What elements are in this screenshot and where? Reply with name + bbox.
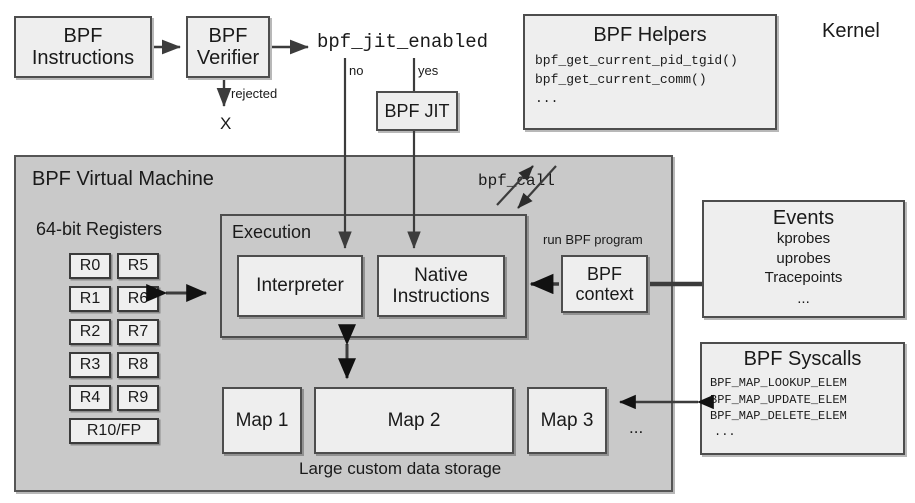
register-r9: R9 bbox=[117, 385, 159, 411]
native-instructions-box: Native Instructions bbox=[377, 255, 505, 317]
register-r5: R5 bbox=[117, 253, 159, 279]
storage-label: Large custom data storage bbox=[299, 459, 502, 478]
native-instructions-line2: Instructions bbox=[392, 286, 490, 307]
bpf-verifier-line2: Verifier bbox=[196, 47, 260, 69]
rejected-label: rejected bbox=[231, 86, 278, 101]
register-r4: R4 bbox=[69, 385, 111, 411]
native-instructions-line1: Native bbox=[414, 264, 468, 286]
bpf-instructions-line1: BPF bbox=[63, 24, 103, 47]
bpf-context-line1: BPF bbox=[586, 263, 622, 284]
helper-item: ... bbox=[535, 91, 559, 107]
bpf-instructions-line2: Instructions bbox=[31, 47, 135, 69]
branch-yes-label: yes bbox=[418, 63, 439, 78]
register-r10-fp: R10/FP bbox=[69, 418, 159, 444]
registers-title: 64-bit Registers bbox=[36, 219, 163, 239]
register-r0: R0 bbox=[69, 253, 111, 279]
bpf-context-line2: context bbox=[575, 284, 634, 304]
bpf-verifier-line1: BPF bbox=[208, 24, 248, 47]
map-1-box: Map 1 bbox=[222, 387, 302, 454]
arrow-helpers-to-execution bbox=[517, 165, 557, 209]
events-box: Events kprobes uprobes Tracepoints ... bbox=[702, 200, 905, 318]
events-title: Events bbox=[772, 207, 835, 229]
register-r2: R2 bbox=[69, 319, 111, 345]
register-r8: R8 bbox=[117, 352, 159, 378]
events-item: uprobes bbox=[776, 249, 831, 267]
helper-item: bpf_get_current_comm() bbox=[535, 72, 707, 88]
register-r3: R3 bbox=[69, 352, 111, 378]
map-2-box: Map 2 bbox=[314, 387, 514, 454]
events-item: kprobes bbox=[776, 230, 831, 248]
execution-title: Execution bbox=[232, 222, 312, 242]
events-item: ... bbox=[797, 289, 810, 307]
bpf-helpers-box: BPF Helpers bpf_get_current_pid_tgid() b… bbox=[523, 14, 777, 130]
run-bpf-program-label: run BPF program bbox=[543, 232, 643, 247]
register-r7: R7 bbox=[117, 319, 159, 345]
bpf-instructions-box: BPF Instructions bbox=[14, 16, 152, 78]
syscall-item: BPF_MAP_UPDATE_ELEM bbox=[710, 392, 847, 407]
vm-title: BPF Virtual Machine bbox=[32, 168, 214, 190]
syscall-item: ... bbox=[714, 424, 736, 439]
bpf-jit-box: BPF JIT bbox=[376, 91, 458, 131]
bpf-helpers-title: BPF Helpers bbox=[593, 24, 707, 46]
events-item: Tracepoints bbox=[764, 268, 843, 286]
bpf-verifier-box: BPF Verifier bbox=[186, 16, 270, 78]
kernel-label: Kernel bbox=[822, 20, 880, 42]
bpf-call-label: bpf_call bbox=[478, 172, 555, 190]
helper-item: bpf_get_current_pid_tgid() bbox=[535, 53, 738, 69]
branch-no-label: no bbox=[349, 63, 364, 78]
interpreter-box: Interpreter bbox=[237, 255, 363, 317]
bpf-syscalls-box: BPF Syscalls BPF_MAP_LOOKUP_ELEM BPF_MAP… bbox=[700, 342, 905, 455]
maps-ellipsis: ... bbox=[629, 418, 644, 437]
rejected-x-mark: X bbox=[220, 114, 232, 133]
bpf-jit-enabled-label: bpf_jit_enabled bbox=[317, 31, 489, 53]
arrow-bpf-call-to-helpers bbox=[496, 165, 534, 206]
register-r1: R1 bbox=[69, 286, 111, 312]
syscall-item: BPF_MAP_DELETE_ELEM bbox=[710, 408, 847, 423]
bpf-context-box: BPF context bbox=[561, 255, 648, 313]
bpf-syscalls-title: BPF Syscalls bbox=[743, 348, 862, 370]
syscall-item: BPF_MAP_LOOKUP_ELEM bbox=[710, 376, 847, 391]
map-3-box: Map 3 bbox=[527, 387, 607, 454]
